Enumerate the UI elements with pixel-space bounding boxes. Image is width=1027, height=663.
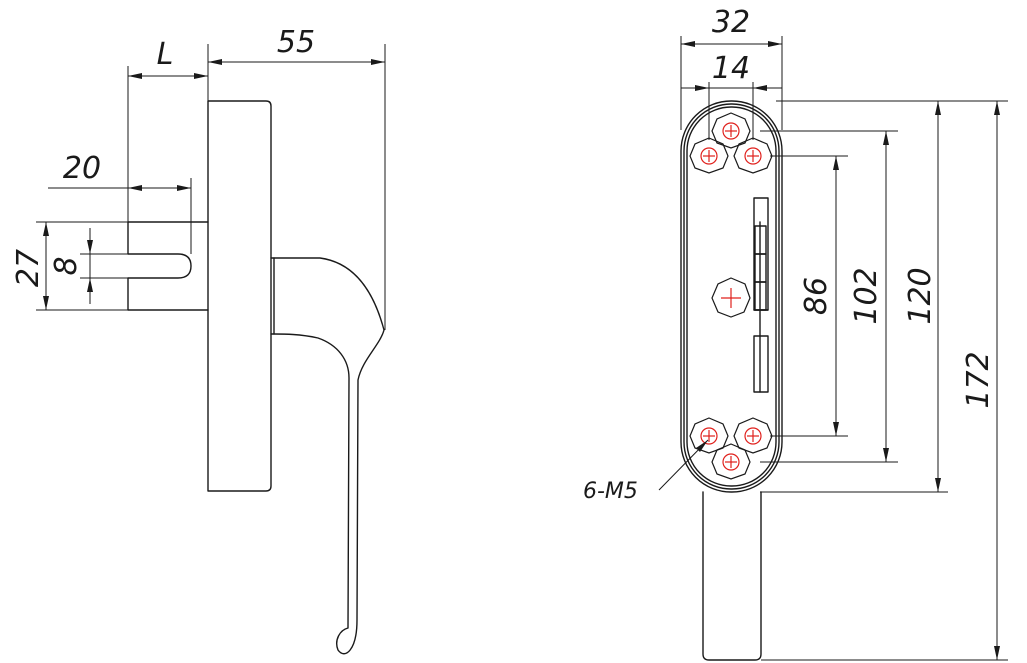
screw-bottom-right: [733, 417, 773, 454]
screw-top-right: [733, 137, 773, 174]
spindle: [127, 221, 209, 311]
callout-6-M5: 6-M5: [583, 479, 638, 504]
handle-collar: [270, 257, 275, 335]
plate-outline: [683, 103, 780, 490]
handle-lever: [273, 257, 385, 655]
dim-14: 14: [712, 51, 750, 86]
inner-plate: [686, 106, 777, 487]
slider-lower: [753, 335, 769, 393]
screw-bottom-left: [689, 417, 729, 454]
dim-102: 102: [849, 267, 884, 324]
spindle-hex: [711, 277, 751, 318]
dim-55: 55: [277, 25, 315, 60]
dim-172: 172: [961, 351, 996, 408]
dim-32: 32: [712, 5, 750, 40]
dim-86: 86: [799, 277, 834, 315]
side-view: 55 L 20 27 8: [11, 25, 386, 655]
front-handle: [702, 491, 762, 661]
front-view: 6-M5 32 14 86 102: [583, 5, 1008, 661]
dim-L: L: [157, 37, 174, 72]
dim-20: 20: [63, 151, 101, 186]
screw-bottom-center: [711, 443, 751, 480]
dim-8: 8: [49, 256, 84, 275]
dim-120: 120: [903, 267, 938, 324]
screw-top-center: [711, 112, 751, 149]
screw-top-left: [689, 137, 729, 174]
dim-27: 27: [11, 249, 46, 287]
outer-plate: [680, 100, 783, 493]
base-plate: [207, 100, 272, 492]
